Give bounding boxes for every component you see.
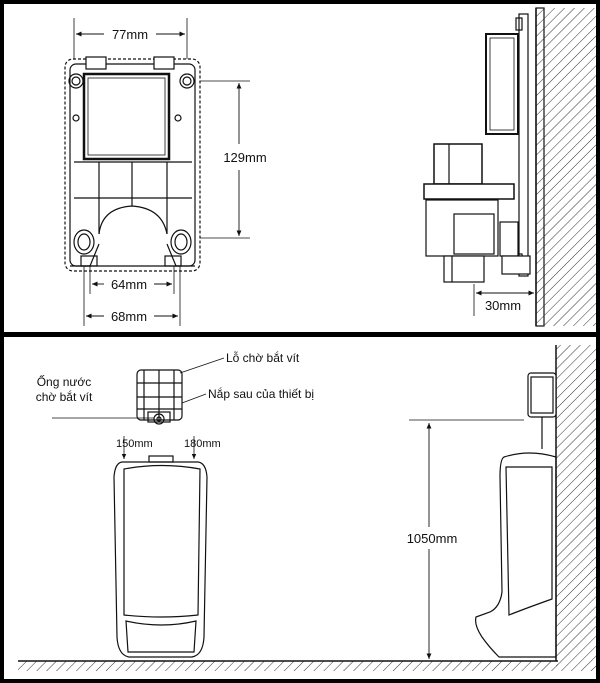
dim-label-68mm: 68mm [111,309,147,324]
dim-label-30mm: 30mm [485,298,521,313]
wall-hatch [536,8,596,326]
top-panel-svg: 77mm 129mm 64mm 68mm [64,7,596,327]
frame-box [82,72,171,161]
urinal-front [113,455,208,658]
label-water-pipe-2: chờ bắt vít [36,389,93,404]
screw-hole [153,413,165,425]
offset-dimensions: 150mm 180mm [116,436,221,459]
offset-label-150mm: 150mm [116,438,153,450]
top-panel: 77mm 129mm 64mm 68mm [4,4,596,332]
dim-label-1050mm: 1050mm [407,531,458,546]
label-water-pipe-1: Ống nước [37,374,92,389]
floor [18,660,558,671]
offset-label-180mm: 180mm [184,438,221,450]
wall [555,345,596,671]
side-view-device [423,7,596,327]
dim-label-129mm: 129mm [223,150,266,165]
dim-label-64mm: 64mm [111,277,147,292]
bottom-panel-svg: Lỗ chờ bắt vít Nắp sau của thiết bị Ống … [18,345,596,671]
install-height-dimension: 1050mm [407,419,524,659]
bottom-panel: Lỗ chờ bắt vít Nắp sau của thiết bị Ống … [4,337,596,679]
mounting-frame-front [64,56,201,272]
label-back-cover: Nắp sau của thiết bị [208,386,314,401]
sensor-device-front [136,369,183,425]
dimension-width-bottom: 64mm 68mm [83,266,181,326]
label-group: Lỗ chờ bắt vít Nắp sau của thiết bị Ống … [36,350,314,419]
dimension-wall-gap: 30mm [473,284,534,316]
dim-label-77mm: 77mm [112,27,148,42]
dimension-width-top: 77mm [73,18,188,59]
dimension-height-side: 129mm [200,80,267,239]
label-screw-hole: Lỗ chờ bắt vít [226,350,300,365]
urinal-side [475,372,557,658]
